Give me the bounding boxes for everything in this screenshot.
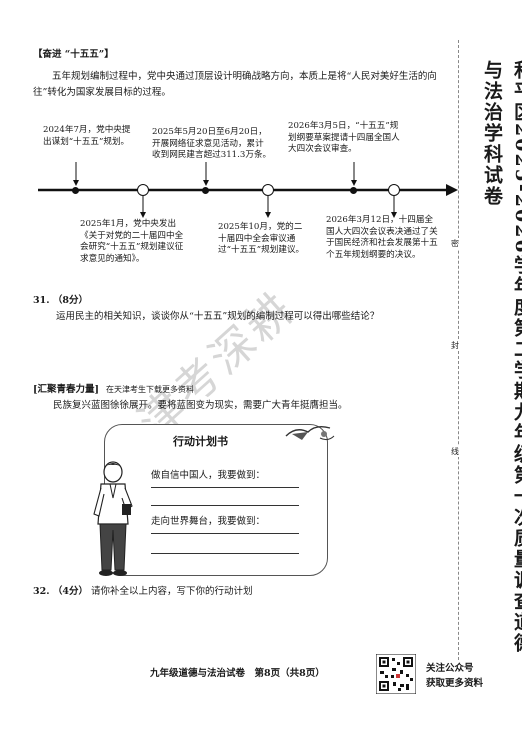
binding-mark-feng: 封 [451, 340, 459, 351]
answer-line[interactable] [151, 533, 299, 534]
action-plan-item-2: 走向世界舞台，我要做到： [151, 516, 266, 527]
question-31-number: 31. （8分） [33, 295, 88, 306]
timeline-event-2025-01: 2025年1月，党中央发出《关于对党的二十届四中全会研究“十五五”规划建议征求意… [80, 219, 184, 264]
action-plan-item-1: 做自信中国人，我要做到： [151, 470, 266, 481]
timeline-event-2024-07: 2024年7月，党中央提出谋划“十五五”规划。 [43, 125, 131, 147]
question-31-text: 运用民主的相关知识，谈谈你从“十五五”规划的编制过程可以得出哪些结论？ [56, 311, 380, 322]
answer-line[interactable] [151, 487, 299, 488]
timeline-event-2025-05: 2025年5月20日至6月20日，开展网络征求意见活动，累计收到网民建言超过31… [152, 127, 272, 160]
question-32-number: 32. （4分） [33, 586, 88, 597]
section2-intro: 民族复兴蓝图徐徐展开。要将蓝图变为现实，需要广大青年挺膺担当。 [53, 400, 348, 411]
timeline-event-2026-03-12: 2026年3月12日，十四届全国人大四次会议表决通过了关于国民经济和社会发展第十… [326, 215, 438, 260]
timeline-node [388, 184, 400, 196]
timeline-axis [38, 162, 458, 218]
question-32-text: 请你补全以上内容，写下你的行动计划 [90, 586, 253, 597]
section2-header: [汇聚青春力量] 在天津考生下载更多资料 [33, 381, 194, 395]
bird-decoration-icon [285, 425, 335, 441]
timeline-dot [202, 187, 209, 194]
binding-mark-xian: 线 [451, 446, 459, 457]
binding-mark-mi: 密 [451, 238, 459, 249]
question-32: 32. （4分） 请你补全以上内容，写下你的行动计划 [33, 584, 253, 599]
qr-code-icon [376, 654, 416, 694]
student-figure-icon [93, 461, 133, 576]
timeline-dot [72, 187, 79, 194]
qr-caption-1: 关注公众号 [426, 663, 474, 674]
timeline-event-2026-03-05: 2026年3月5日，“十五五”规划纲要草案提请十四届全国人大四次会议审查。 [288, 121, 400, 154]
section2-note: 在天津考生下载更多资料 [106, 385, 195, 394]
qr-caption-2: 获取更多资料 [426, 678, 484, 689]
intro-paragraph: 五年规划编制过程中，党中央通过顶层设计明确战略方向，本质上是将“人民对美好生活的… [33, 71, 437, 98]
section2-heading: [汇聚青春力量] [33, 384, 99, 395]
timeline-event-2025-10: 2025年10月，党的二十届四中全会审议通过“十五五”规划建议。 [218, 222, 305, 255]
action-plan-card: 行动计划书 做自信中国人，我要做到： 走向世界舞台，我要做到： [104, 424, 328, 576]
answer-line[interactable] [151, 553, 299, 554]
action-plan-title: 行动计划书 [173, 435, 228, 448]
side-title-strip: 和平区2025-2026学年度第二学期九年级第一次质量调查道德与法治学科试卷 [477, 60, 522, 660]
page-footer: 九年级道德与法治试卷 第8页（共8页） [150, 668, 325, 679]
timeline-node [137, 184, 149, 196]
section-heading: 【奋进 “十五五”】 [33, 49, 114, 60]
timeline-node [262, 184, 274, 196]
answer-line[interactable] [151, 505, 299, 506]
side-title: 和平区2025-2026学年度第二学期九年级第一次质量调查道德与法治学科试卷 [481, 60, 522, 654]
timeline-dot [350, 187, 357, 194]
